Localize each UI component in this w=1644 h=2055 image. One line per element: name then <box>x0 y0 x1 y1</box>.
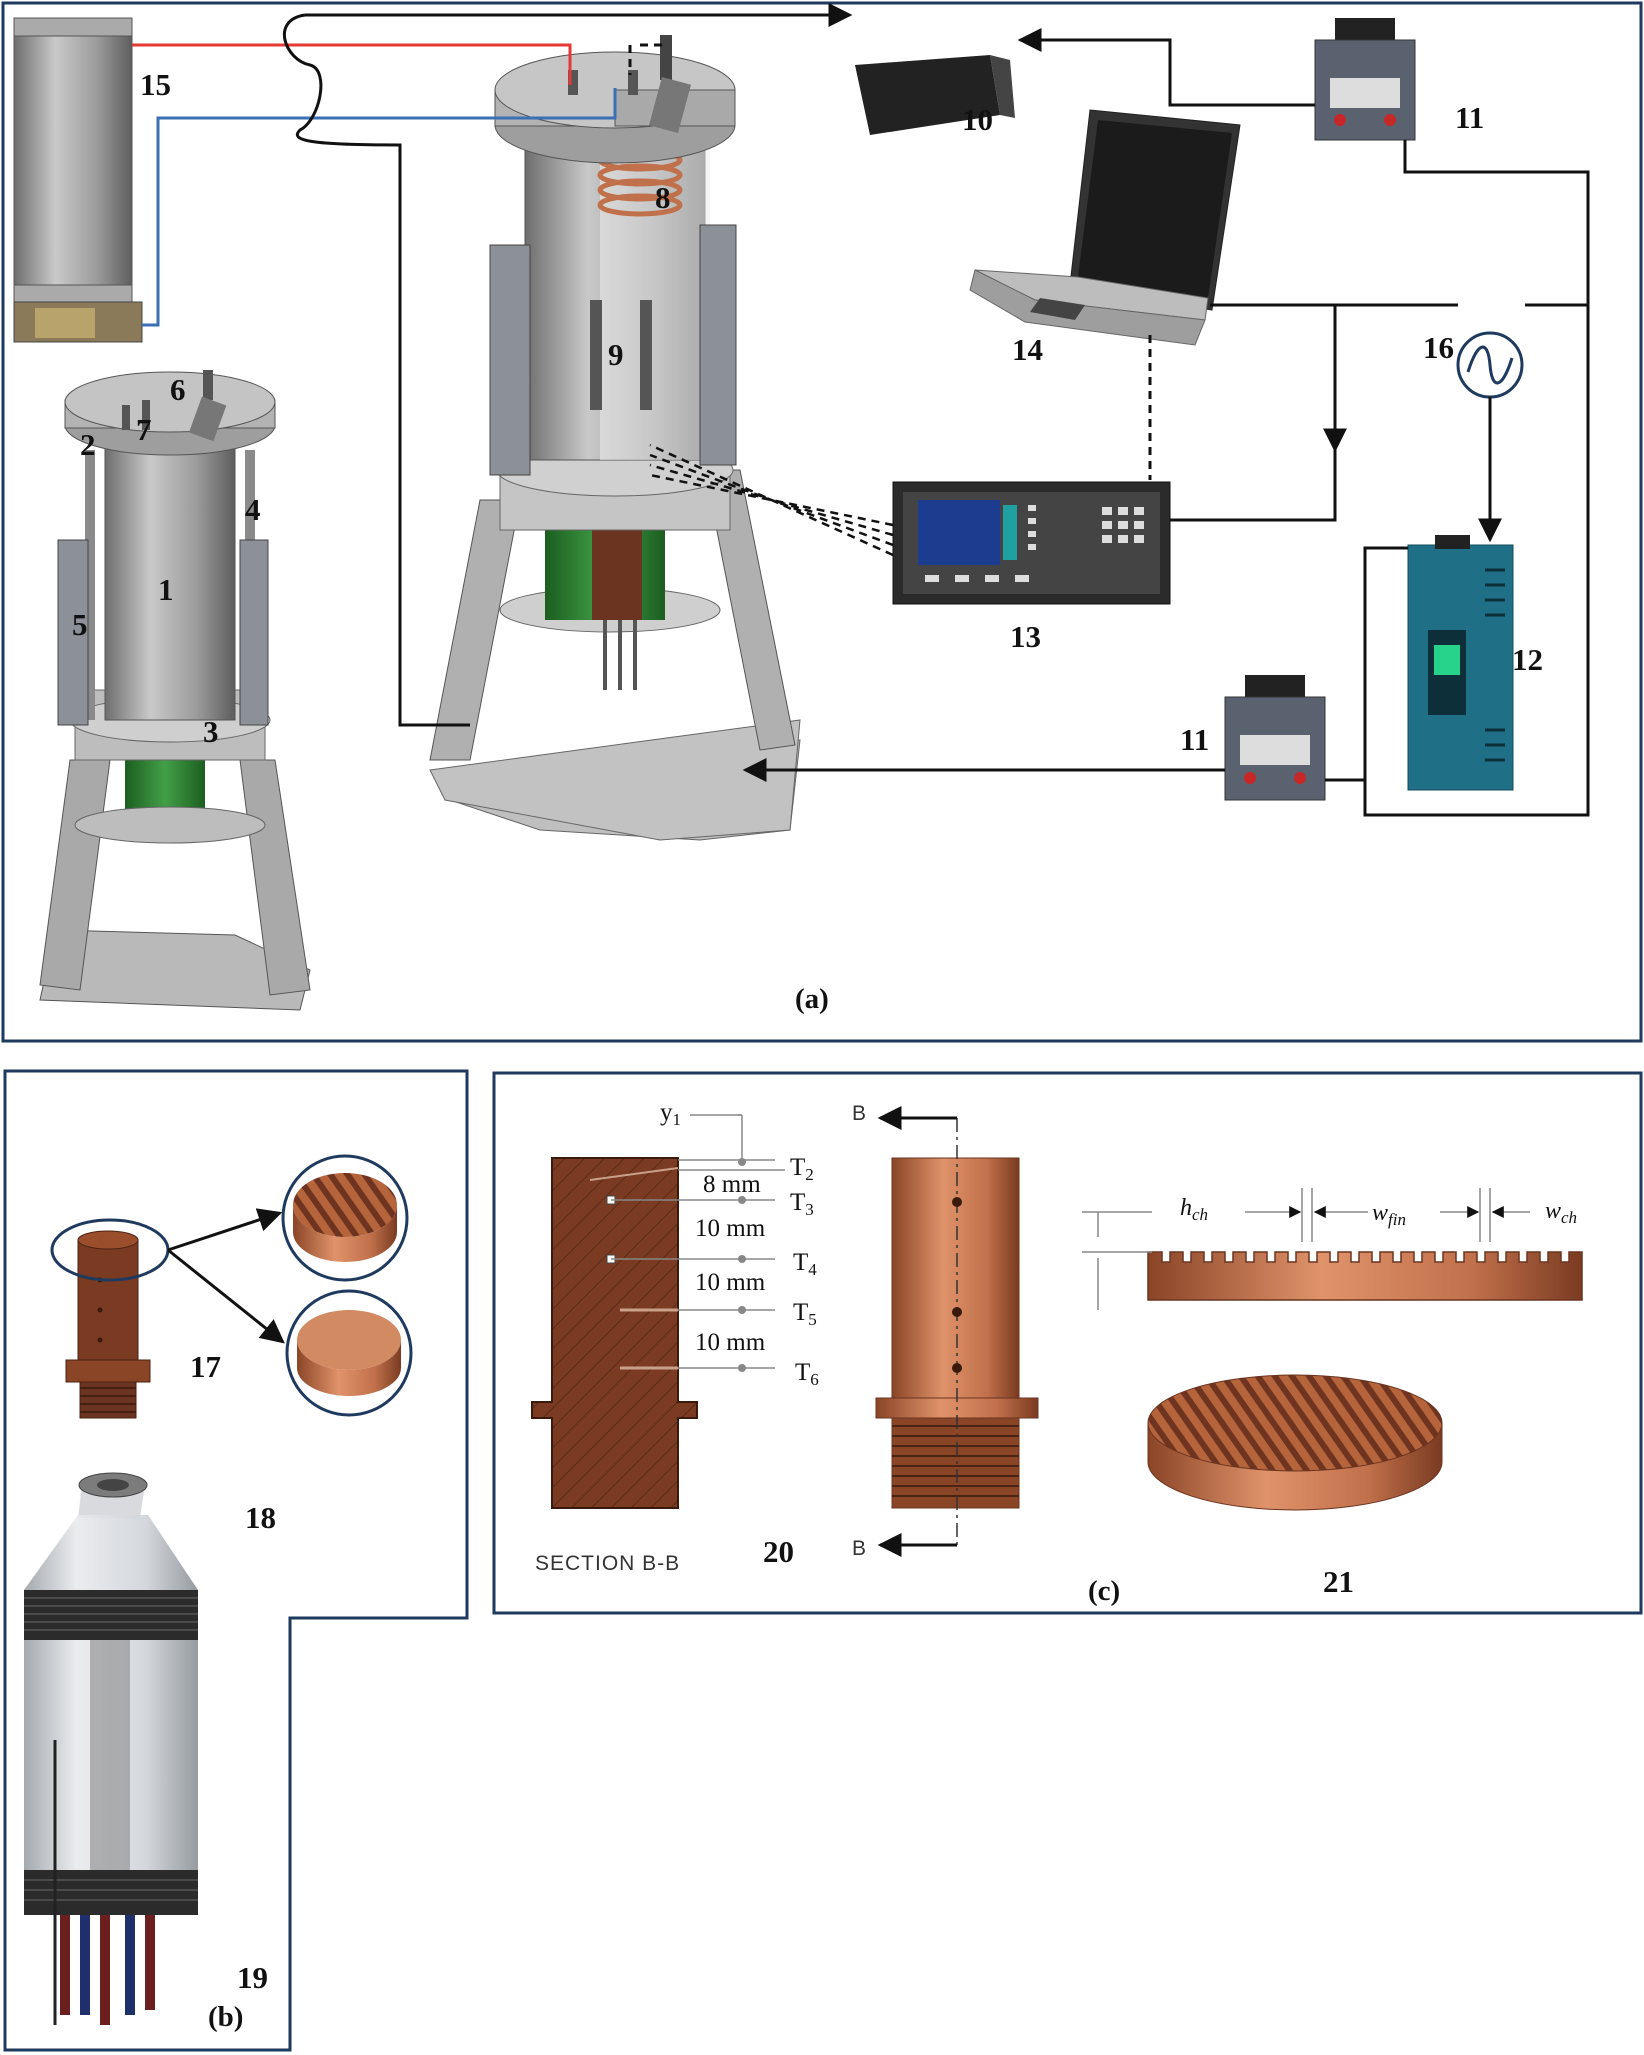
label-4: 4 <box>245 492 261 527</box>
spacing-4: 10 mm <box>695 1329 766 1356</box>
wfin-label: wfin <box>1372 1200 1406 1229</box>
data-logger <box>892 481 1171 605</box>
label-18: 18 <box>245 1500 276 1535</box>
spacing-1: 8 mm <box>703 1171 761 1198</box>
label-t2: T2 <box>790 1154 814 1184</box>
finned-surface-zoom <box>281 1154 409 1282</box>
laptop <box>969 109 1241 346</box>
panel-a-frame <box>1 1 1643 1043</box>
fin-dimension-marks <box>1082 1188 1530 1310</box>
chiller <box>13 17 143 343</box>
label-15: 15 <box>140 67 171 102</box>
label-t4: T4 <box>793 1249 817 1279</box>
connection-lines <box>132 3 1590 817</box>
label-1: 1 <box>158 572 174 607</box>
label-6: 6 <box>170 372 186 407</box>
variac-top <box>1314 18 1416 141</box>
label-5: 5 <box>72 607 88 642</box>
label-19: 19 <box>237 1960 268 1995</box>
label-13: 13 <box>1010 619 1041 654</box>
label-t5: T5 <box>793 1299 817 1329</box>
label-t6: T6 <box>795 1359 819 1389</box>
label-7: 7 <box>136 412 152 447</box>
ac-source-symbol <box>1456 331 1524 399</box>
cut-label-top: B <box>852 1102 867 1125</box>
label-14: 14 <box>1012 332 1043 367</box>
label-9: 9 <box>608 337 624 372</box>
label-11-bottom: 11 <box>1180 722 1209 757</box>
variac-bottom <box>1224 675 1326 801</box>
label-11-top: 11 <box>1455 100 1484 135</box>
plain-surface-zoom <box>285 1289 413 1417</box>
specimen-side-view <box>875 1106 1039 1557</box>
wch-label: wch <box>1545 1198 1577 1227</box>
label-17: 17 <box>190 1349 221 1384</box>
temperature-controller <box>855 55 1015 135</box>
test-specimen <box>50 1218 170 1419</box>
label-16: 16 <box>1423 330 1454 365</box>
spacing-2: 10 mm <box>695 1215 766 1242</box>
section-view <box>531 1157 698 1509</box>
label-2: 2 <box>80 427 96 462</box>
thermocouple-leaders <box>611 1114 785 1369</box>
section-title: SECTION B-B <box>535 1552 680 1575</box>
main-rig-cutaway <box>429 35 801 841</box>
spacing-3: 10 mm <box>695 1269 766 1296</box>
label-8: 8 <box>655 180 671 215</box>
cut-label-bottom: B <box>852 1537 867 1560</box>
finned-disk <box>1147 1374 1443 1511</box>
panel-c-caption: (c) <box>1088 1575 1120 1607</box>
panel-a-caption: (a) <box>795 983 829 1015</box>
label-3: 3 <box>203 714 219 749</box>
panel-c-frame <box>492 1071 1643 1615</box>
heater-assembly <box>24 1472 198 2025</box>
label-t3: T3 <box>790 1189 814 1219</box>
panel-b-caption: (b) <box>208 2001 243 2033</box>
label-21: 21 <box>1323 1564 1354 1599</box>
hch-label: hch <box>1180 1195 1208 1224</box>
assembled-rig <box>39 370 311 1011</box>
power-supply <box>1407 535 1514 791</box>
label-20: 20 <box>763 1534 794 1569</box>
label-12: 12 <box>1512 642 1543 677</box>
label-10: 10 <box>962 102 993 137</box>
panel-b-frame <box>3 1069 469 2052</box>
y1-label: y1 <box>660 1099 681 1129</box>
zoom-arrows <box>167 1208 285 1344</box>
fin-cross-section <box>1147 1251 1583 1301</box>
